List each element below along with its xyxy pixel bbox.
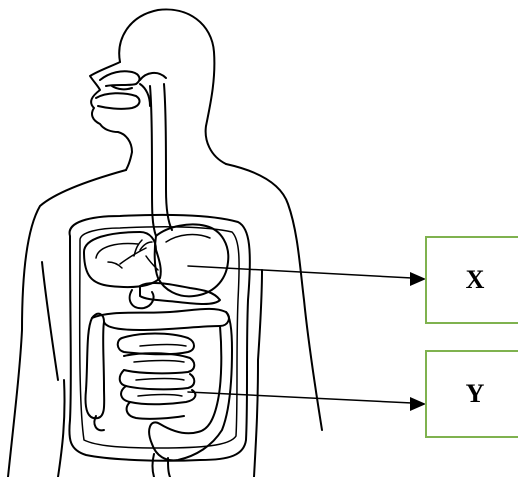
label-box-x: X (425, 236, 518, 324)
esophagus-right (164, 84, 172, 230)
left-inner-arm (42, 262, 58, 380)
face-profile (90, 62, 132, 170)
arrow-line-y (188, 392, 412, 403)
stomach-inner (166, 235, 210, 242)
esophagus-top (140, 73, 166, 80)
arrowhead-x (410, 272, 426, 286)
ascending-colon (86, 314, 105, 419)
label-y-text: Y (466, 379, 485, 409)
small-intestine (118, 334, 196, 419)
esophagus-left (150, 86, 156, 236)
label-x-text: X (466, 265, 485, 295)
transverse-colon (92, 309, 229, 330)
left-torso (58, 380, 65, 477)
right-shoulder (226, 164, 322, 430)
label-box-y: Y (425, 350, 518, 438)
arrowhead-y (410, 397, 426, 411)
body-outline (8, 9, 322, 477)
right-inner-arm (258, 270, 262, 360)
head-neck-outline (119, 9, 226, 164)
right-torso (254, 360, 258, 477)
